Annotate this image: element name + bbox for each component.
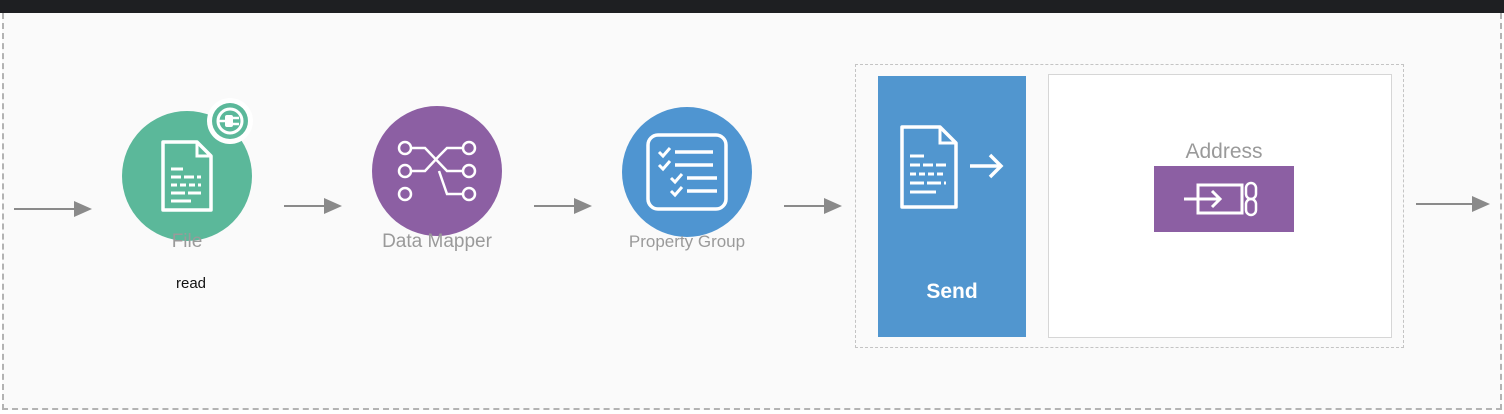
mapper-icon	[397, 140, 477, 202]
flow-arrow-in	[14, 201, 92, 217]
flow-arrow-mapper-to-property	[534, 198, 592, 214]
flow-arrow-property-to-send	[784, 198, 842, 214]
property-group-node-label: Property Group	[628, 232, 746, 251]
data-mapper-node-label: Data Mapper	[382, 231, 492, 252]
top-bar	[0, 0, 1504, 13]
checklist-icon	[646, 133, 728, 211]
flow-arrow-file-to-mapper	[284, 198, 342, 214]
property-group-node[interactable]	[622, 107, 752, 237]
send-node[interactable]: Send	[878, 76, 1026, 337]
plug-connector-icon	[207, 98, 253, 144]
document-icon	[161, 140, 213, 212]
address-label: Address	[1185, 140, 1263, 163]
send-group	[855, 64, 1404, 348]
flow-arrow-out	[1416, 196, 1490, 212]
send-node-label: Send	[926, 280, 978, 303]
file-node-operation: read	[175, 275, 207, 292]
document-send-icon	[900, 125, 1004, 209]
file-node-label: File	[171, 231, 203, 252]
data-mapper-node[interactable]	[372, 106, 502, 236]
address-node[interactable]	[1154, 166, 1294, 232]
endpoint-link-icon	[1184, 181, 1258, 217]
